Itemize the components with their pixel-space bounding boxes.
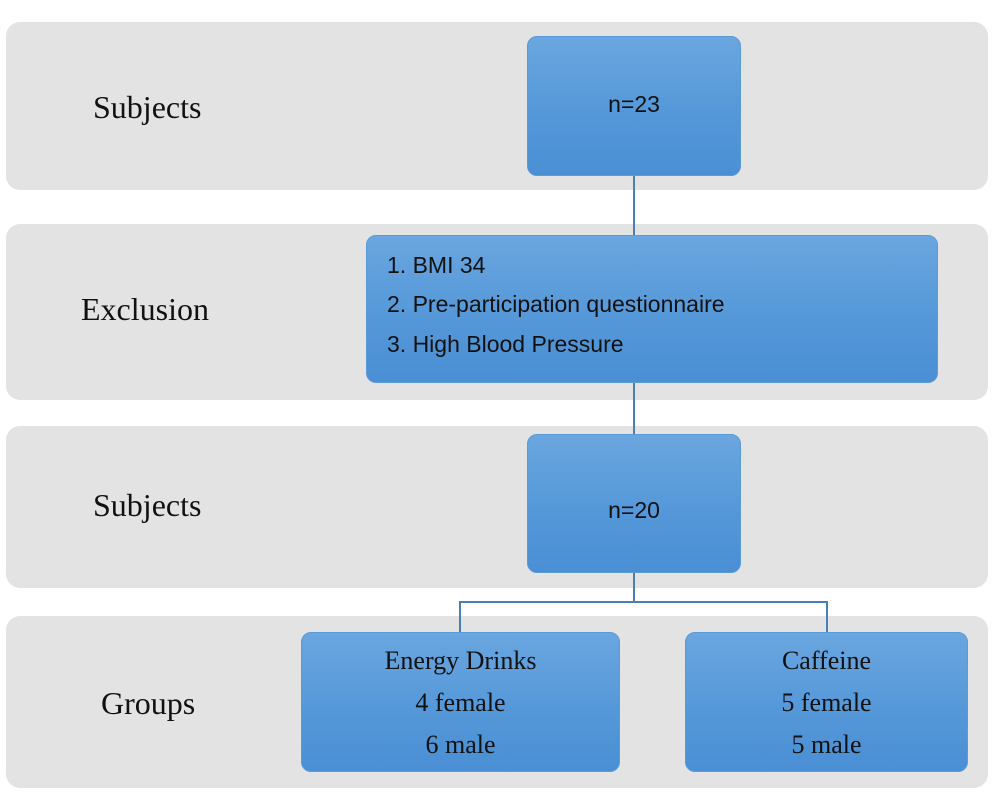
band-subjects-final (6, 426, 988, 588)
group-energy-female: 4 female (415, 688, 506, 717)
group-energy-name: Energy Drinks (384, 646, 537, 675)
group-caffeine-female: 5 female (781, 688, 872, 717)
node-subjects-final-text: n=20 (608, 497, 660, 523)
group-caffeine-name: Caffeine (781, 646, 872, 675)
node-group-energy-drinks: Energy Drinks 4 female 6 male (301, 632, 620, 772)
node-subjects-initial-text: n=23 (608, 90, 660, 117)
exclusion-item-bmi: 1. BMI 34 (387, 252, 486, 278)
node-subjects-initial: n=23 (527, 36, 741, 176)
node-group-caffeine: Caffeine 5 female 5 male (685, 632, 968, 772)
node-subjects-final: n=20 (527, 434, 741, 573)
band-label-exclusion: Exclusion (81, 291, 209, 327)
band-label-groups: Groups (101, 685, 196, 721)
band-label-subjects-initial: Subjects (93, 89, 202, 125)
exclusion-item-blood-pressure: 3. High Blood Pressure (387, 331, 624, 357)
node-exclusion: 1. BMI 34 2. Pre-participation questionn… (366, 235, 938, 383)
band-subjects-initial (6, 22, 988, 190)
band-label-subjects-final: Subjects (93, 487, 202, 523)
group-energy-male: 6 male (425, 730, 496, 759)
group-caffeine-male: 5 male (791, 730, 862, 759)
exclusion-item-questionnaire: 2. Pre-participation questionnaire (387, 291, 725, 317)
